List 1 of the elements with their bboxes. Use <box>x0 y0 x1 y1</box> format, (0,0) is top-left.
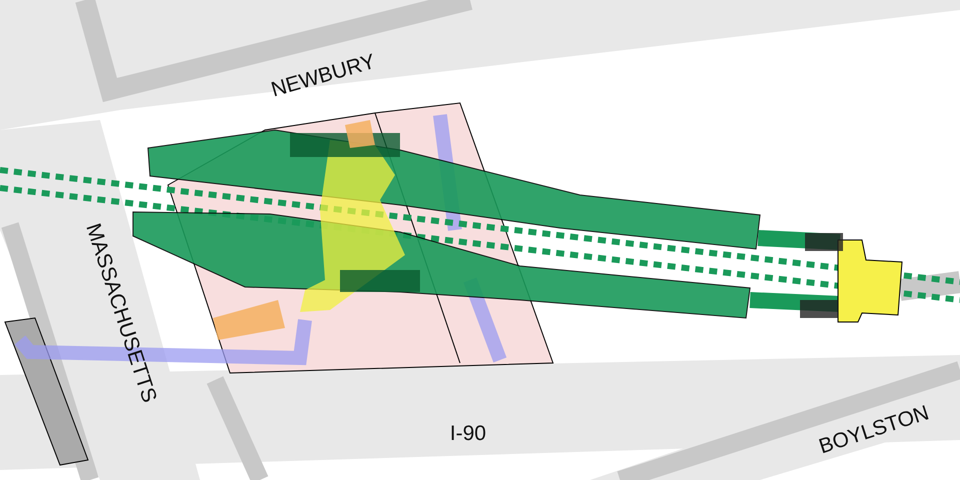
street-label: I-90 <box>450 422 486 445</box>
